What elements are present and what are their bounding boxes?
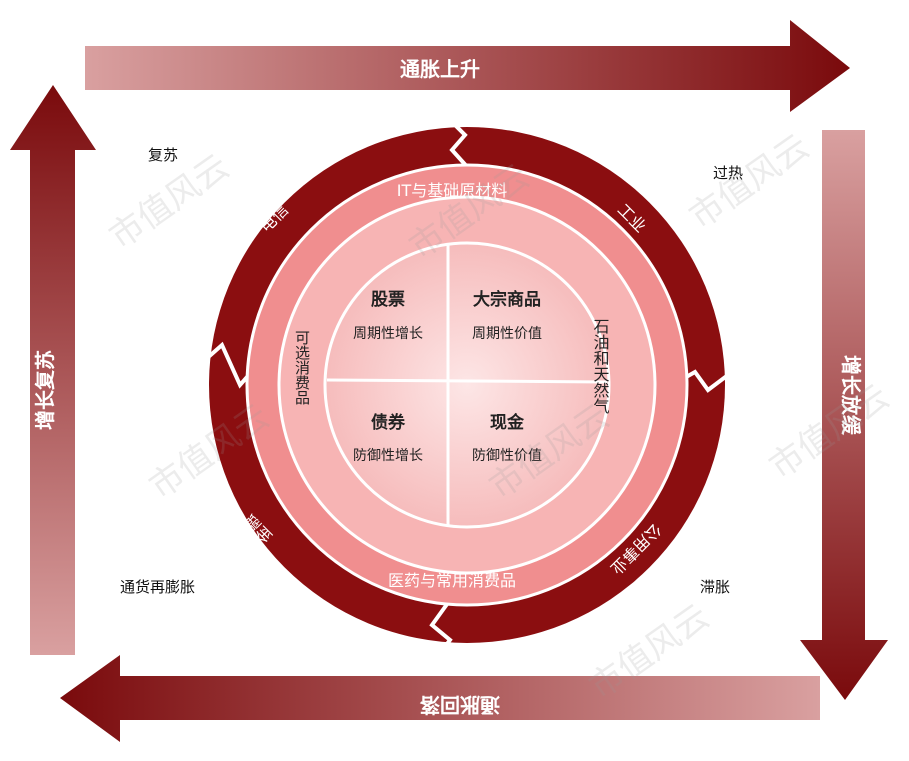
quadrant-cash-style: 防御性价值 bbox=[472, 448, 542, 464]
sector-healthcare-staples: 医药与常用消费品 bbox=[388, 571, 516, 590]
sector-oil-gas: 石油和天然气 bbox=[591, 318, 610, 414]
sector-it-materials: IT与基础原材料 bbox=[397, 181, 508, 200]
inner-disc bbox=[323, 241, 611, 529]
quadrant-commodities-asset: 大宗商品 bbox=[473, 289, 541, 310]
bottom-arrow bbox=[60, 655, 820, 742]
phase-stagflation: 滞胀 bbox=[700, 578, 730, 596]
quadrant-cash-asset: 现金 bbox=[490, 412, 525, 433]
phase-overheat: 过热 bbox=[713, 164, 743, 182]
top-arrow bbox=[85, 20, 850, 112]
quadrant-bonds-style: 防御性增长 bbox=[353, 448, 423, 464]
right-arrow-label: 增长放缓 bbox=[839, 355, 863, 436]
sector-consumer-discretionary: 可选消费品 bbox=[293, 330, 311, 405]
left-arrow bbox=[10, 85, 96, 655]
quadrant-commodities-style: 周期性价值 bbox=[472, 326, 542, 342]
svg-text:市值风云: 市值风云 bbox=[682, 127, 816, 238]
left-arrow-label: 增长复苏 bbox=[33, 350, 57, 430]
phase-recovery: 复苏 bbox=[148, 146, 178, 164]
right-arrow bbox=[800, 130, 888, 700]
bottom-arrow-label: 通胀回落 bbox=[419, 693, 500, 717]
quadrant-bonds-asset: 债券 bbox=[371, 412, 406, 433]
phase-reflation: 通货再膨胀 bbox=[120, 578, 195, 596]
quadrant-stocks-asset: 股票 bbox=[371, 290, 405, 310]
quadrant-stocks-style: 周期性增长 bbox=[353, 326, 423, 342]
top-arrow-label: 通胀上升 bbox=[400, 57, 480, 81]
